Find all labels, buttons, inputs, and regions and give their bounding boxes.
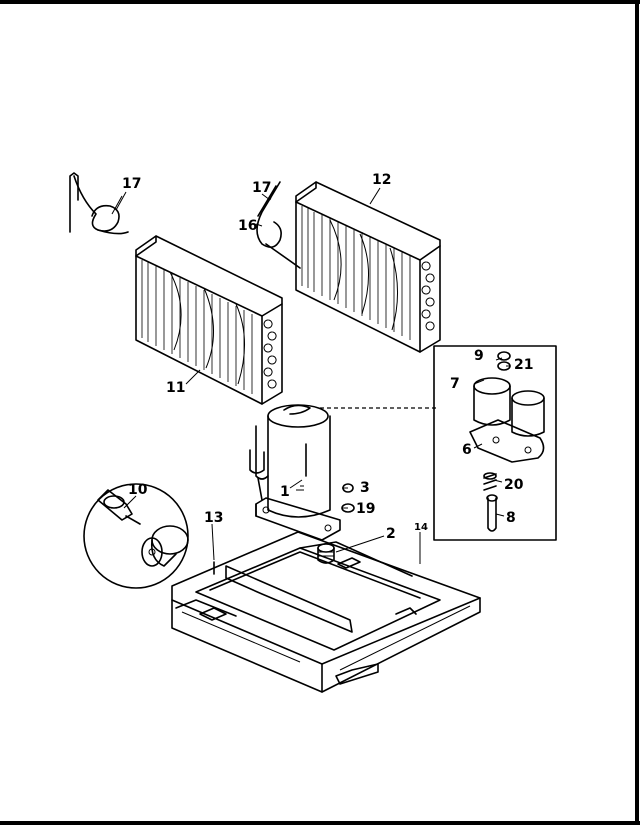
label-7: 7	[450, 376, 460, 392]
detail-inset	[433, 345, 557, 541]
label-19: 19	[356, 501, 375, 517]
leader-lines	[115, 187, 510, 564]
label-8: 8	[506, 510, 516, 526]
label-17-right: 17	[252, 180, 271, 196]
label-11: 11	[166, 380, 185, 396]
label-20: 20	[504, 477, 524, 493]
condenser-coil	[295, 181, 441, 353]
evaporator-coil	[135, 235, 283, 405]
label-14: 14	[414, 522, 428, 533]
label-6: 6	[462, 442, 472, 458]
label-10: 10	[128, 482, 148, 498]
capillary-tube-left	[69, 172, 129, 235]
label-1: 1	[280, 484, 290, 500]
label-16: 16	[238, 218, 257, 234]
base-pan	[171, 531, 481, 693]
label-13: 13	[204, 510, 223, 526]
label-3: 3	[360, 480, 370, 496]
label-9: 9	[474, 348, 484, 364]
label-2: 2	[386, 526, 396, 542]
label-12: 12	[372, 172, 391, 188]
fan-motor-detail	[83, 483, 189, 589]
label-21: 21	[514, 357, 533, 373]
label-17-left: 17	[122, 176, 141, 192]
capillary-tube-right	[256, 181, 301, 269]
compressor	[249, 404, 341, 541]
